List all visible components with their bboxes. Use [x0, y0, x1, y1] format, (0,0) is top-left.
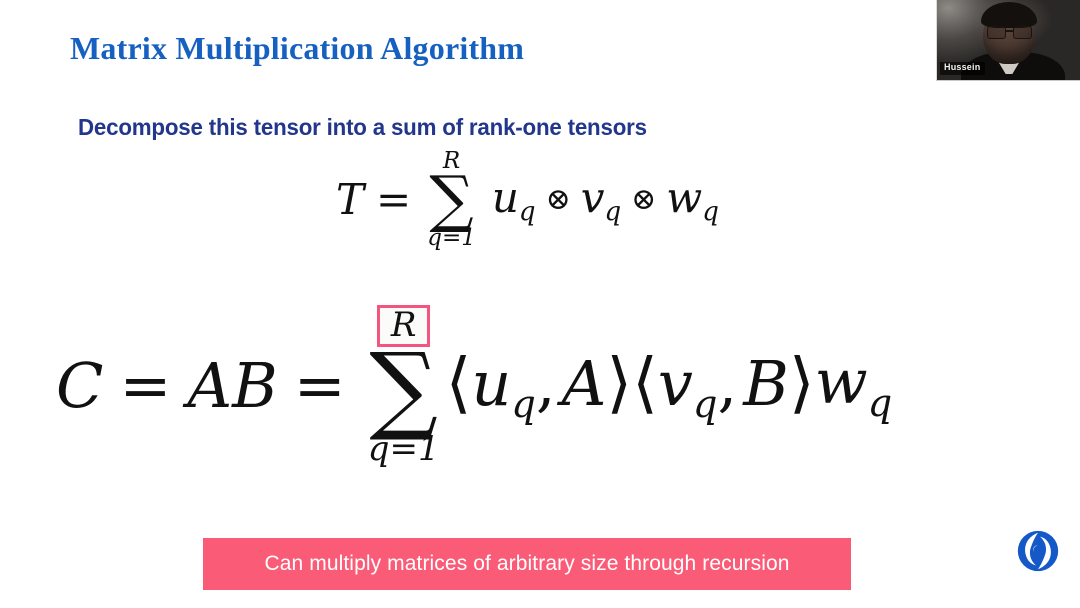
term-v-base: v [580, 172, 605, 222]
term-w-base: w [666, 172, 703, 222]
equation-two-product: AB [187, 348, 278, 422]
angle-open-icon-2: ⟨ [632, 343, 658, 421]
swirl-circle-logo-icon [1014, 527, 1062, 575]
webcam-participant-name: Hussein [940, 62, 986, 75]
slide-subtitle: Decompose this tensor into a sum of rank… [78, 114, 647, 140]
ip-v-vector: v [657, 346, 693, 420]
equation-tensor-decomposition: T = R ∑ q=1 uq ⊗ vq ⊗ wq [336, 150, 719, 250]
sigma-icon: ∑ [429, 162, 474, 235]
ip-u-sub: q [511, 382, 536, 427]
equation-matrix-multiplication: C = AB = R ∑ q=1 ⟨uq,A⟩ ⟨vq,B⟩ wq [56, 305, 892, 466]
page-title: Matrix Multiplication Algorithm [70, 30, 525, 66]
glasses-icon [987, 26, 1032, 39]
sigma-icon: ∑ [369, 332, 438, 444]
term-v-sub: q [604, 197, 622, 228]
trailing-w-sub: q [867, 380, 893, 426]
sum-upper-limit-highlight: R [376, 305, 431, 347]
equation-two-equals-first: = [119, 348, 172, 422]
ip-u-vector: u [471, 346, 512, 420]
callout-banner-text: Can multiply matrices of arbitrary size … [264, 552, 790, 575]
ip-v-comma: , [717, 346, 738, 420]
callout-banner: Can multiply matrices of arbitrary size … [203, 538, 851, 590]
trailing-term-w: wq [815, 345, 893, 425]
ip-u-comma: , [535, 346, 556, 420]
glasses-lens-right [1013, 26, 1032, 39]
sum-upper-limit: R [442, 148, 461, 174]
webcam-participant-tile[interactable]: Hussein [936, 0, 1080, 81]
glasses-bridge [1005, 30, 1014, 32]
term-u: uq [482, 173, 536, 227]
inner-product-v-b: ⟨vq,B⟩ [632, 344, 814, 427]
equation-one-lhs: T [336, 175, 365, 225]
equation-two-equals-second: = [293, 348, 346, 422]
term-w-sub: q [702, 197, 719, 228]
inner-product-u-a: ⟨uq,A⟩ [446, 344, 633, 427]
term-w: wq [666, 173, 719, 227]
angle-close-icon-2: ⟩ [788, 343, 815, 421]
ip-matrix-b: B [743, 346, 789, 420]
summation-operator-highlighted: R ∑ q=1 [368, 305, 440, 466]
glasses-lens-left [987, 26, 1006, 39]
ip-matrix-a: A [561, 346, 607, 420]
term-u-base: u [491, 172, 519, 222]
equation-two-lhs: C [56, 348, 104, 422]
term-u-sub: q [518, 197, 536, 228]
term-v: vq [581, 173, 621, 227]
equation-one-equals: = [376, 175, 412, 225]
ip-v-sub: q [692, 382, 718, 427]
tensor-product-icon-2: ⊗ [631, 182, 657, 218]
angle-close-icon: ⟩ [606, 343, 633, 421]
webcam-video-feed [937, 0, 1080, 80]
trailing-w-base: w [814, 345, 868, 419]
sum-lower-limit: q=1 [427, 224, 476, 251]
angle-open-icon: ⟨ [445, 343, 472, 421]
tensor-product-icon: ⊗ [545, 182, 571, 218]
summation-operator: R ∑ q=1 [427, 150, 476, 250]
sum-lower-limit: q=1 [367, 428, 440, 469]
webcam-person-hair [981, 2, 1037, 28]
